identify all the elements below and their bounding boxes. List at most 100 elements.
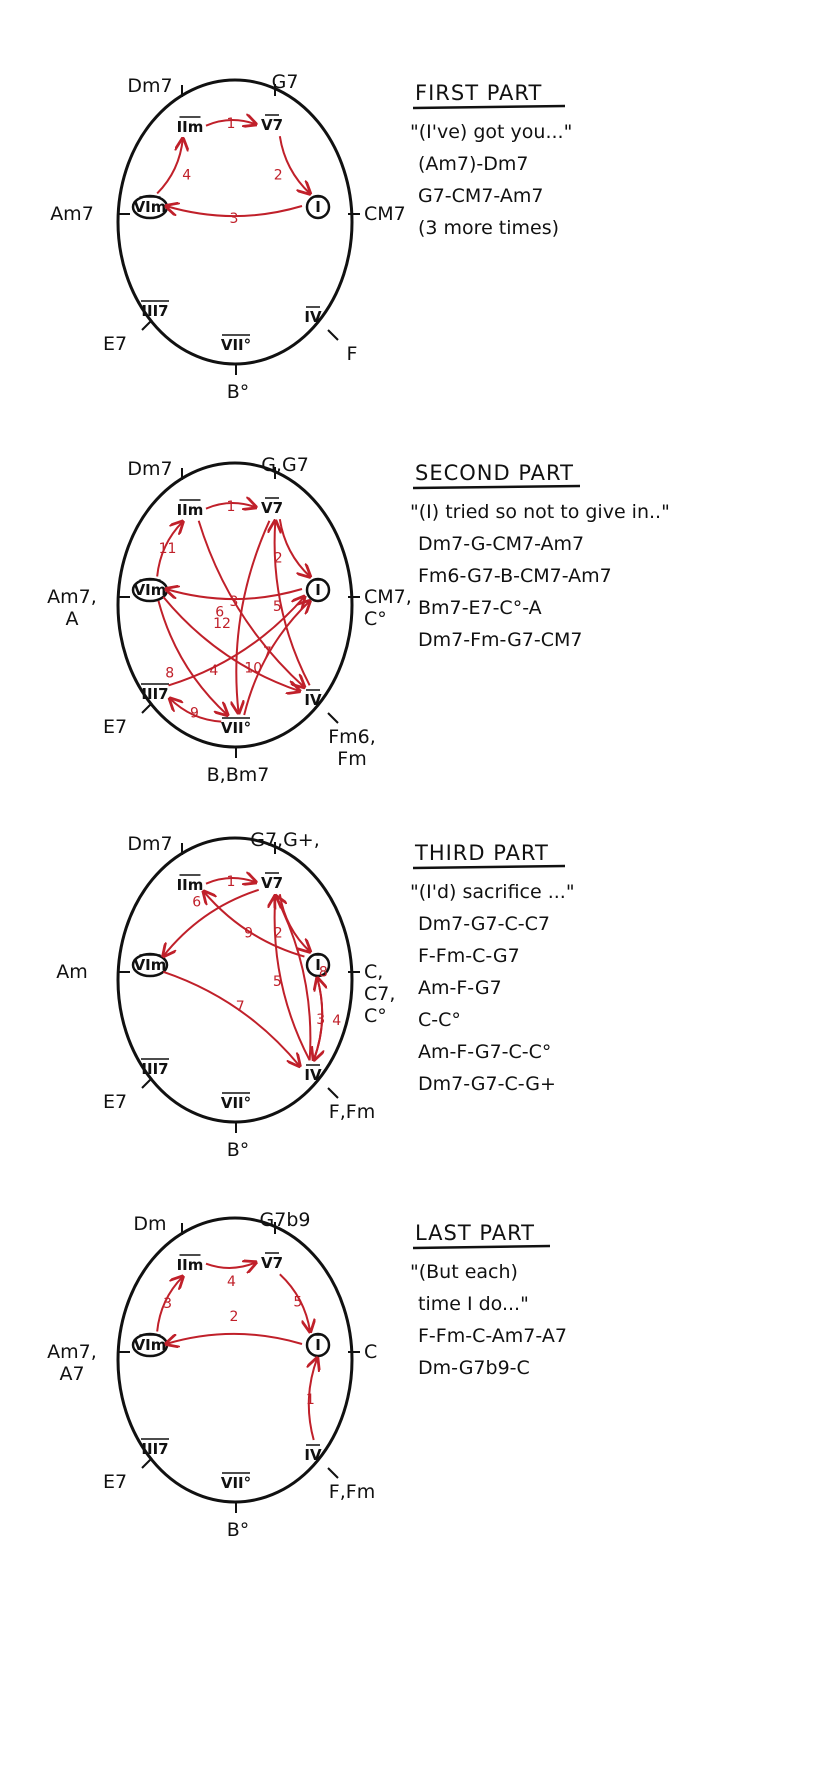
chord-label-iii7: E7 (103, 1091, 127, 1113)
chord-label-v7: G7,G+, (250, 829, 320, 851)
arrow-step-number: 4 (209, 663, 218, 679)
part-title: THIRD PART (414, 841, 549, 865)
progression-line: Bm7-E7-C°-A (418, 597, 542, 619)
chord-label-iv: F (347, 343, 358, 365)
chord-label-v7: G,G7 (261, 454, 309, 476)
progression-line: Fm6-G7-B-CM7-Am7 (418, 565, 612, 587)
arrow-step-number: 6 (215, 604, 224, 620)
roman-numeral-vim: VIm (134, 956, 167, 974)
chord-label-vim: A7 (59, 1363, 84, 1385)
chord-label-vim: Am (56, 961, 88, 983)
progression-line: Dm-G7b9-C (418, 1357, 530, 1379)
roman-numeral-viio: VII° (221, 1094, 251, 1112)
roman-numeral-i: I (315, 198, 321, 216)
arrow-step-number: 6 (192, 895, 201, 911)
chord-tick (141, 1077, 153, 1089)
roman-numeral-viio: VII° (221, 1474, 251, 1492)
roman-numeral-iv: IV (304, 691, 322, 709)
arrow-step-number: 2 (274, 925, 283, 941)
progression-arrow (156, 522, 183, 577)
chord-label-iim: Dm7 (127, 75, 172, 97)
progression-arrow (156, 139, 183, 195)
chord-tick (327, 329, 339, 341)
progression-arrow (168, 597, 304, 687)
roman-numeral-iii7: III7 (141, 302, 168, 320)
part-title: SECOND PART (415, 461, 574, 485)
arrow-step-number: 10 (244, 660, 262, 676)
arrow-step-number: 1 (226, 874, 235, 890)
part-notes-1: FIRST PART"(I've) got you..."(Am7)-Dm7G7… (410, 81, 572, 239)
arrow-step-number: 1 (226, 116, 235, 132)
lyric-line: "(I've) got you..." (410, 121, 572, 143)
chord-label-i: C° (364, 608, 387, 630)
roman-numeral-iii7: III7 (141, 1440, 168, 1458)
part-notes-2: SECOND PART "(I) tried so not to give in.… (410, 461, 670, 651)
arrow-step-number: 7 (236, 999, 245, 1015)
progression-arrow (275, 896, 311, 1061)
chord-label-vim: Am7 (50, 203, 94, 225)
arrow-step-number: 8 (319, 964, 328, 980)
progression-line: F-Fm-C-Am7-A7 (418, 1325, 567, 1347)
arrow-step-number: 4 (227, 1274, 236, 1290)
arrow-step-number: 8 (165, 666, 174, 682)
progression-line: time I do..." (418, 1293, 529, 1315)
progression-arrow (162, 596, 299, 691)
chord-label-viio: B° (227, 1519, 250, 1541)
roman-numeral-vim: VIm (134, 1336, 167, 1354)
roman-numeral-iim: IIm (177, 501, 204, 519)
lyric-line: "(I) tried so not to give in.." (410, 501, 670, 523)
tonic-node-ring (305, 577, 331, 603)
arrow-step-number: 2 (230, 1309, 239, 1325)
chord-label-vim: Am7, (47, 586, 97, 608)
progression-arrow (204, 891, 305, 958)
progression-line: (3 more times) (418, 217, 559, 239)
progression-line: Dm7-Fm-G7-CM7 (418, 629, 583, 651)
title-underline (412, 484, 581, 490)
progression-line: G7-CM7-Am7 (418, 185, 543, 207)
roman-numeral-i: I (315, 956, 321, 974)
arrow-step-number: 5 (293, 1294, 302, 1310)
progression-line: Dm7-G7-C-G+ (418, 1073, 556, 1095)
arrow-step-number: 4 (182, 167, 191, 183)
roman-numeral-i: I (315, 1336, 321, 1354)
progression-arrow (275, 896, 312, 1061)
roman-numeral-v7: V7 (261, 116, 283, 134)
progression-arrow (275, 521, 311, 686)
chord-label-iii7: E7 (103, 333, 127, 355)
roman-numeral-iii7: III7 (141, 685, 168, 703)
arrow-step-number: 12 (213, 616, 231, 632)
progression-arrow (170, 698, 222, 723)
tonic-node-ring (131, 952, 169, 978)
arrow-step-number: 3 (316, 1012, 325, 1028)
chord-label-iv: Fm6, (328, 726, 376, 748)
progression-arrow (279, 1273, 310, 1332)
progression-arrow (309, 1358, 317, 1441)
tonic-node-ring (305, 194, 331, 220)
arrow-step-number: 3 (230, 211, 239, 227)
chord-label-i: C (364, 1341, 377, 1363)
chord-label-i: C7, (364, 983, 395, 1005)
progression-arrow (243, 601, 310, 716)
chord-label-viio: B,Bm7 (207, 764, 270, 786)
progression-line: C-C° (418, 1009, 461, 1031)
arrow-step-number: 1 (306, 1392, 315, 1408)
progression-line: Am-F-G7 (418, 977, 502, 999)
progression-line: Dm7-G-CM7-Am7 (418, 533, 584, 555)
arrow-step-number: 5 (273, 599, 282, 615)
progression-line: Am-F-G7-C-C° (418, 1041, 551, 1063)
lyric-line: "(But each) (410, 1261, 518, 1283)
roman-numeral-iim: IIm (177, 876, 204, 894)
roman-numeral-iv: IV (304, 308, 322, 326)
part-title: FIRST PART (415, 81, 542, 105)
arrow-step-number: 9 (244, 926, 253, 942)
progression-arrow (166, 206, 303, 218)
progression-arrow (197, 520, 305, 687)
progression-arrow (162, 970, 299, 1066)
chord-label-i: C, (364, 961, 383, 983)
part-notes-3: THIRD PART"(I'd) sacrifice ..."Dm7-G7-C-… (410, 841, 575, 1095)
roman-numeral-iv: IV (304, 1446, 322, 1464)
chord-label-iim: Dm (133, 1213, 166, 1235)
progression-arrow (166, 1332, 303, 1344)
